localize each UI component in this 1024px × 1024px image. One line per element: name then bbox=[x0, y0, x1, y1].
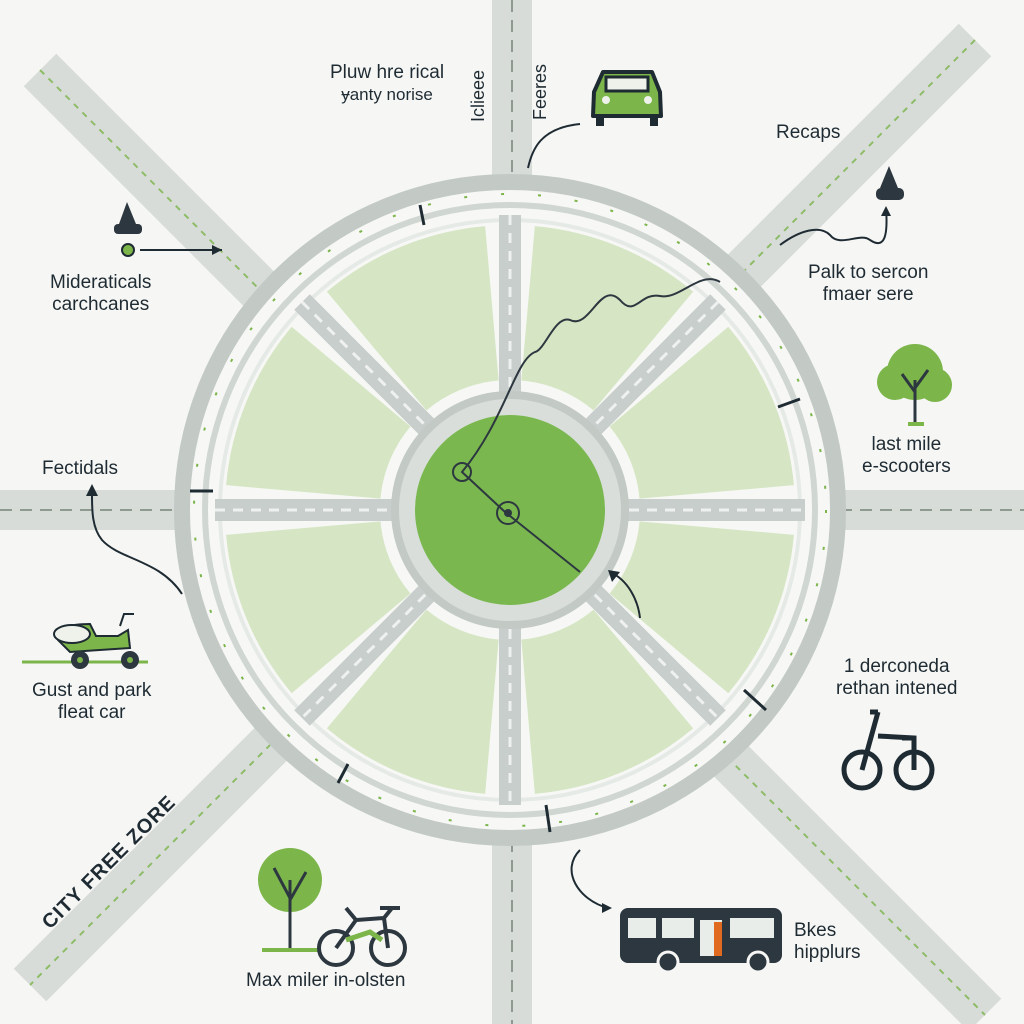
bus-icon bbox=[620, 908, 782, 974]
traffic-cone-icon bbox=[876, 166, 904, 200]
label-bottom-right: Bkes hipplurs bbox=[794, 920, 861, 963]
label-left-upper: Mideraticals carchcanes bbox=[50, 272, 152, 315]
label-top-vertical-left: Iclieee bbox=[468, 69, 488, 122]
route-path bbox=[460, 278, 721, 573]
label-bottom-center: Max miler in-olsten bbox=[246, 970, 406, 991]
bicycle-icon bbox=[841, 709, 935, 791]
green-sector bbox=[609, 326, 794, 499]
tree-icon bbox=[258, 848, 322, 952]
label-top-right: Recaps bbox=[776, 122, 841, 143]
label-right-upper: Palk to sercon fmaer sere bbox=[808, 262, 929, 305]
route-node-icon bbox=[496, 501, 520, 525]
car-icon bbox=[591, 70, 663, 126]
callout-arrows bbox=[91, 123, 888, 909]
scooter-icon bbox=[22, 613, 148, 669]
inner-ring-road bbox=[202, 202, 818, 818]
label-right-lower: 1 derconeda rethan intened bbox=[836, 656, 958, 699]
route-node-icon bbox=[452, 462, 472, 482]
e-bike-icon bbox=[317, 906, 407, 967]
label-right-middle: last mile e-scooters bbox=[862, 434, 951, 477]
label-left-lower: Gust and park fleat car bbox=[32, 680, 152, 723]
green-sector bbox=[226, 521, 411, 694]
ring-ticks bbox=[193, 193, 827, 827]
label-top-center: Pluw hre rical ɏanty norise bbox=[330, 62, 445, 104]
ring-markers bbox=[190, 204, 801, 833]
green-sector bbox=[609, 521, 794, 694]
green-sector bbox=[521, 226, 694, 411]
outer-ring-road bbox=[174, 174, 846, 846]
tree-icon bbox=[877, 344, 952, 426]
green-sector bbox=[326, 226, 499, 411]
traffic-cone-icon bbox=[114, 202, 142, 257]
label-top-vertical-right: Feeres bbox=[530, 63, 550, 120]
green-sector bbox=[521, 609, 694, 794]
green-sector bbox=[326, 609, 499, 794]
green-sector bbox=[226, 326, 411, 499]
label-left-middle: Fectidals bbox=[42, 458, 119, 479]
green-sectors bbox=[226, 226, 794, 794]
